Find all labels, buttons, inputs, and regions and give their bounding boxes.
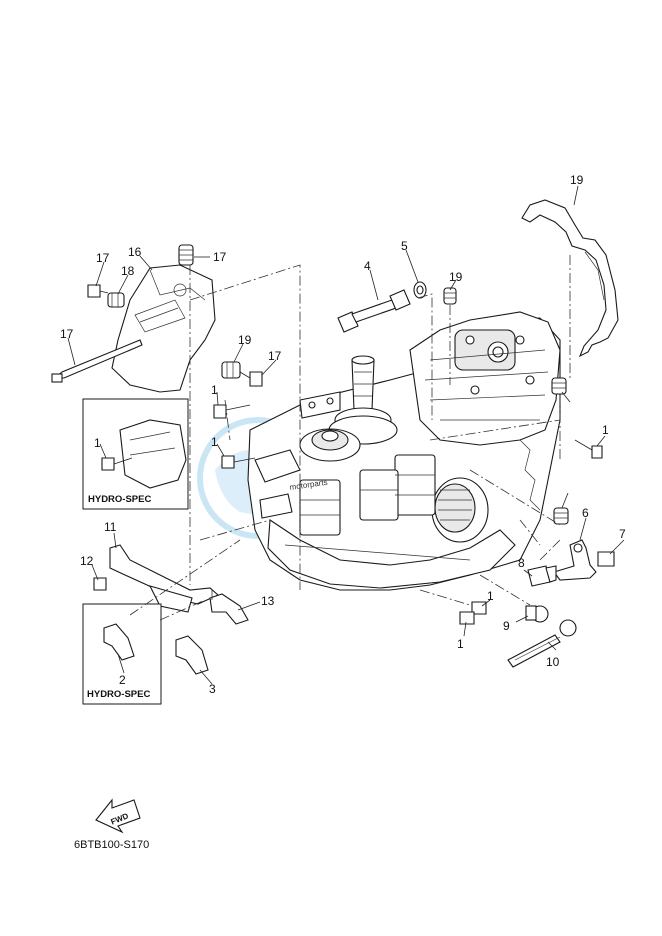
callout-19-top: 19	[449, 270, 463, 284]
cable-tie-16[interactable]	[51, 339, 143, 383]
cover-part-15[interactable]	[111, 264, 216, 393]
callout-17-left: 18	[121, 264, 135, 278]
grommet-17-right[interactable]	[221, 361, 241, 379]
callout-17-top: 17	[213, 250, 227, 264]
callout-leaders	[67, 185, 625, 685]
callout-14-left: 17	[96, 251, 110, 265]
diagram-code: 6BTB100-S170	[74, 839, 149, 851]
bracket-part-6[interactable]	[553, 539, 597, 581]
callout-10: 10	[546, 655, 560, 669]
engine-block: motorparts	[247, 311, 561, 591]
callout-14-right: 17	[268, 349, 282, 363]
callout-8: 8	[518, 556, 525, 570]
bolt-1-left-a[interactable]	[213, 404, 251, 419]
callout-1-lower-a: 1	[487, 589, 494, 603]
sleeve-19-mid[interactable]	[553, 507, 569, 525]
clamp-part-3[interactable]	[175, 635, 209, 675]
callout-15: 16	[128, 245, 142, 259]
callout-1-left-a: 1	[211, 383, 218, 397]
bracket-part-11[interactable]	[109, 544, 220, 613]
callout-13: 13	[261, 594, 275, 608]
sleeve-19-right[interactable]	[551, 377, 567, 395]
callout-1-right: 1	[602, 423, 609, 437]
callout-labels: 17 18 16 17 17 19 17 4 5 19 19 1 6 7 8 9…	[60, 173, 626, 696]
bolt-1-right[interactable]	[574, 439, 603, 459]
bolt-14-right[interactable]	[239, 371, 263, 387]
callout-4: 4	[364, 259, 371, 273]
callout-12: 12	[80, 554, 94, 568]
callout-16: 17	[60, 327, 74, 341]
switch-part-9[interactable]	[525, 605, 549, 623]
grommet-17-left[interactable]	[107, 292, 125, 308]
fwd-arrow-icon: FWD	[95, 798, 141, 834]
hydro-spec-label-bottom: HYDRO-SPEC	[87, 689, 150, 700]
bolt-part-12[interactable]	[93, 577, 107, 591]
bolt-1-lower-b[interactable]	[459, 611, 475, 625]
sensor-part-4[interactable]	[337, 289, 411, 333]
bolt-1-lower-a[interactable]	[471, 601, 487, 615]
callout-7: 7	[619, 527, 626, 541]
grommet-17-top[interactable]	[178, 244, 194, 266]
washer-part-5[interactable]	[413, 281, 427, 299]
callout-1-left-b: 1	[211, 435, 218, 449]
callout-11: 11	[104, 520, 117, 534]
callout-17-right: 19	[238, 333, 252, 347]
hydro-spec-box-bottom: HYDRO-SPEC	[82, 603, 162, 705]
sender-part-10[interactable]	[507, 619, 577, 668]
callout-1-box: 1	[94, 436, 101, 450]
clamp-part-13[interactable]	[209, 593, 249, 625]
bracket-part-18[interactable]	[521, 199, 619, 358]
bolt-14-left[interactable]	[87, 284, 109, 298]
callout-5: 5	[401, 239, 408, 253]
callout-6: 6	[582, 506, 589, 520]
callout-2: 2	[119, 673, 126, 687]
bolt-1-left-b[interactable]	[221, 455, 256, 469]
guide-lines	[129, 255, 571, 621]
callout-3: 3	[209, 682, 216, 696]
bolt-part-7[interactable]	[597, 551, 615, 567]
callout-18: 19	[570, 173, 584, 187]
callout-1-lower-b: 1	[457, 637, 464, 651]
callout-9: 9	[503, 619, 510, 633]
sensor-part-8[interactable]	[527, 565, 557, 587]
hydro-spec-label-top: HYDRO-SPEC	[88, 494, 151, 505]
hydro-spec-box-top: HYDRO-SPEC	[82, 398, 189, 510]
sleeve-19-top[interactable]	[443, 287, 457, 305]
